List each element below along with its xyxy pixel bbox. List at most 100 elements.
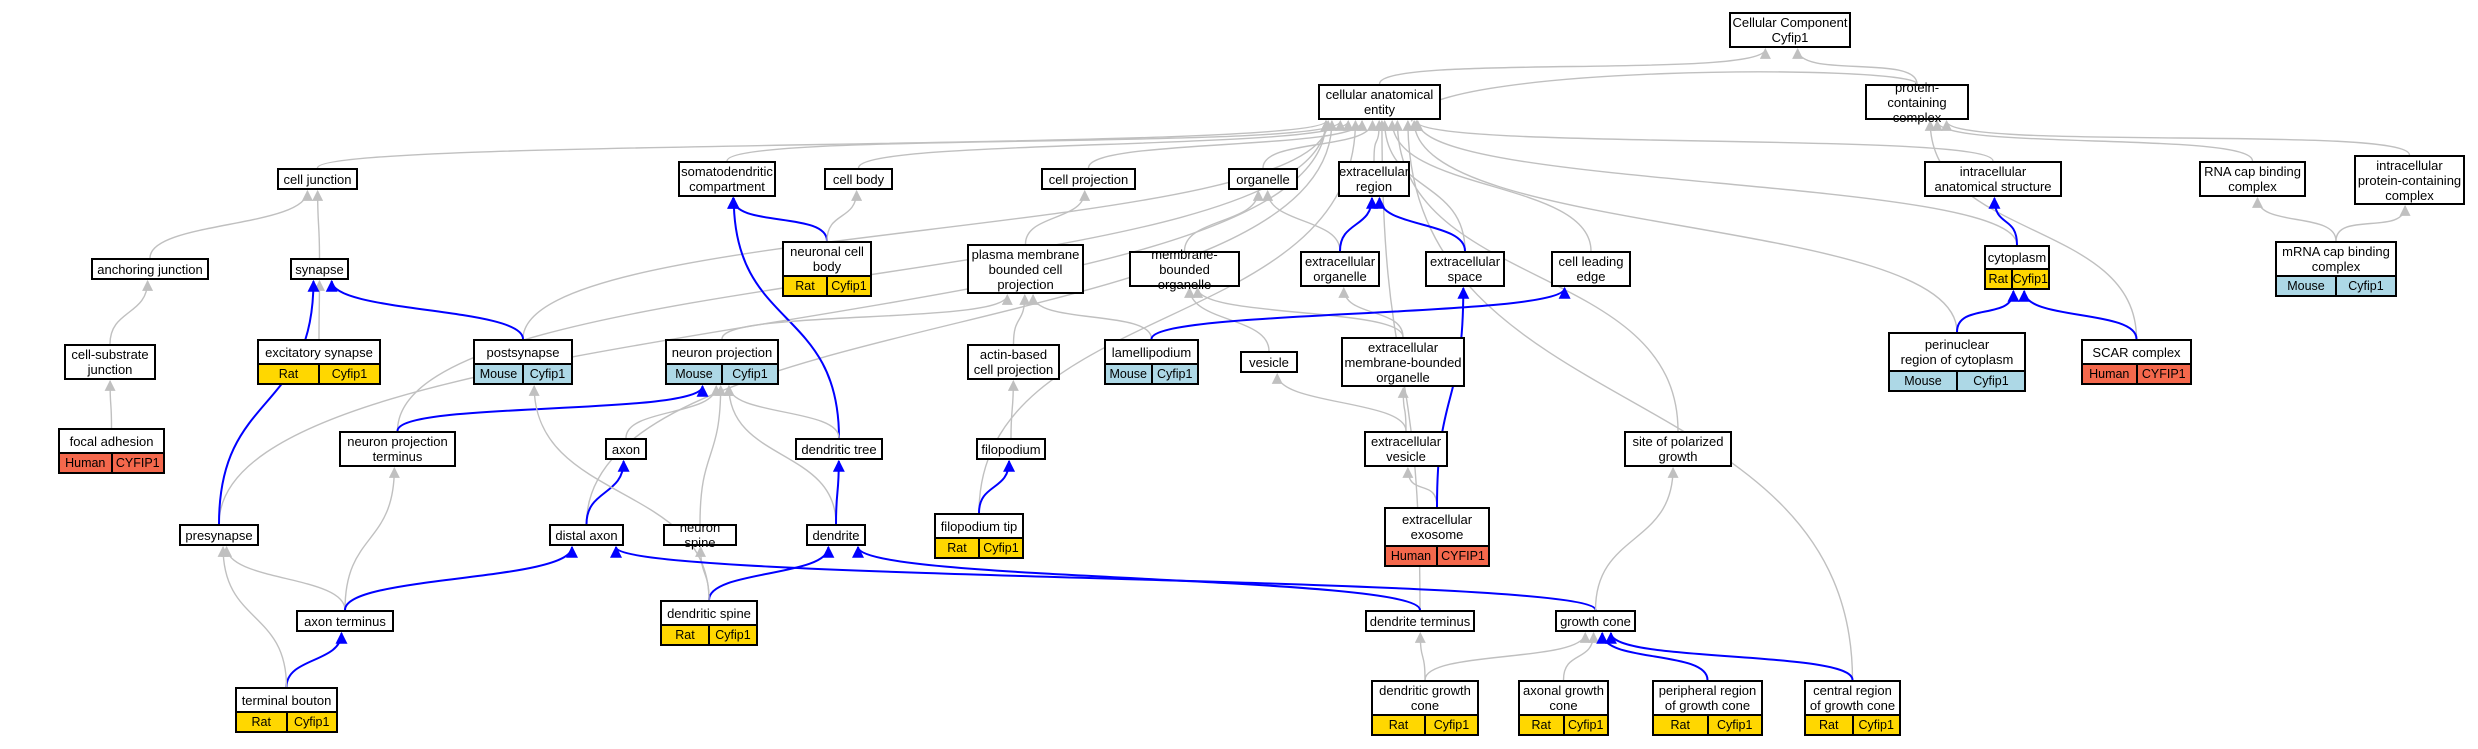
node-label: cell-substrate junction [71, 347, 149, 377]
gene-label: Cyfip1 [1851, 716, 1899, 734]
edge-cle-to-cae [1386, 119, 1592, 252]
edge-gcone-to-spg [1594, 466, 1679, 611]
gene-label: Cyfip1 [522, 365, 571, 383]
node-label: axon terminus [304, 613, 386, 629]
edge-perinuc-to-cytoplasm [1956, 289, 2020, 333]
node-label: neuron spine [679, 520, 721, 550]
node-label: postsynapse [486, 344, 560, 360]
node-dtree: dendritic tree [795, 438, 883, 460]
gene-label: Cyfip1 [1956, 372, 2024, 390]
node-label: RNA cap binding complex [2204, 164, 2301, 194]
edge-crgc-to-cae [1402, 119, 1854, 681]
species-label: Human [1386, 547, 1436, 565]
node-sdc: somatodendritic compartment [678, 161, 776, 197]
edge-axon-to-neuproj [625, 384, 722, 439]
node-label: Cellular Component Cyfip1 [1732, 15, 1848, 45]
node-label: extracellular space [1429, 254, 1501, 284]
edge-lamelli-to-cle [1150, 286, 1571, 340]
edge-rnacap-to-pcc [1931, 119, 2254, 162]
edge-postsyn-to-synapse [325, 279, 524, 340]
species-label: Rat [1806, 716, 1852, 734]
gene-label: Cyfip1 [2335, 277, 2395, 295]
node-cle: cell leading edge [1551, 251, 1631, 287]
gene-label: Cyfip1 [1150, 365, 1197, 383]
edge-csj-to-anchjunc [109, 279, 154, 345]
edge-exo-to-extves [1402, 466, 1438, 508]
node-label: plasma membrane bounded cell projection [971, 246, 1080, 292]
node-extreg: extracellular region [1338, 161, 1410, 197]
species-label: Mouse [1106, 365, 1151, 383]
species-label: Mouse [667, 365, 721, 383]
edge-mrnacap-to-rnacap [2252, 196, 2337, 242]
gene-label: CYFIP1 [1436, 547, 1488, 565]
node-label: neuron projection terminus [347, 434, 448, 464]
node-label: extracellular region [1338, 164, 1410, 194]
node-label: somatodendritic compartment [681, 164, 773, 194]
node-label: actin-based cell projection [973, 347, 1054, 377]
edge-axterm-to-distaxon [344, 545, 578, 611]
node-anchjunc: anchoring junction [91, 258, 209, 280]
species-label: Rat [237, 713, 286, 731]
node-label: synapse [295, 261, 344, 277]
edge-perinuc-to-cae [1408, 119, 1958, 333]
node-cae: cellular anatomical entity [1318, 84, 1441, 120]
node-cellbody: cell body [824, 168, 893, 190]
edge-tbouton-to-axterm [285, 631, 348, 688]
node-label: central region of growth cone [1809, 683, 1896, 713]
node-label: cell leading edge [1558, 254, 1624, 284]
edge-extorg-to-extreg [1339, 196, 1378, 252]
node-gcone: growth cone [1555, 610, 1636, 632]
edge-extspace-to-extreg [1373, 196, 1466, 252]
edge-spg-to-cae [1391, 119, 1679, 432]
node-extspace: extracellular space [1425, 251, 1505, 287]
node-label: cell junction [283, 171, 352, 187]
edge-distaxon-to-axon [585, 459, 630, 525]
gene-label: Cyfip1 [285, 713, 336, 731]
edge-axterm-to-presyn [221, 545, 346, 611]
edge-sdc-to-cae [726, 119, 1346, 162]
species-label: Rat [662, 626, 708, 644]
species-label: Human [60, 454, 111, 472]
edge-crgc-to-gcone [1605, 631, 1854, 681]
edge-gcone-to-distaxon [610, 545, 1597, 611]
node-dterm: dendrite terminus [1365, 610, 1475, 632]
gene-label: Cyfip1 [721, 365, 777, 383]
edge-lamelli-to-pmbcp [1027, 293, 1153, 340]
edge-anchjunc-to-celljunction [149, 189, 313, 259]
node-label: axon [611, 441, 641, 457]
edge-filtip-to-filop [978, 459, 1016, 514]
node-label: lamellipodium [1111, 344, 1192, 360]
edge-filop-to-abcp [1007, 379, 1019, 439]
node-label: neuron projection [671, 344, 773, 360]
node-synapse: synapse [290, 258, 349, 280]
edge-presyn-to-synapse [218, 279, 320, 525]
node-label: extracellular exosome [1401, 512, 1473, 542]
gene-label: Cyfip1 [318, 365, 379, 383]
edge-cytoplasm-to-cae [1412, 119, 2018, 246]
node-label: extracellular vesicle [1370, 434, 1442, 464]
edge-ipcc-to-pcc [1941, 119, 2411, 156]
node-label: extracellular organelle [1304, 254, 1376, 284]
node-distaxon: distal axon [549, 524, 624, 546]
node-label: mRNA cap binding complex [2282, 244, 2390, 274]
edge-celljunction-to-cae [316, 119, 1332, 169]
edge-pcc-to-cae [1406, 71, 1918, 123]
edge-postsyn-to-cae [522, 119, 1334, 340]
edge-dgc-to-gcone [1424, 631, 1591, 681]
node-pcc: protein-containing complex [1865, 80, 1969, 125]
